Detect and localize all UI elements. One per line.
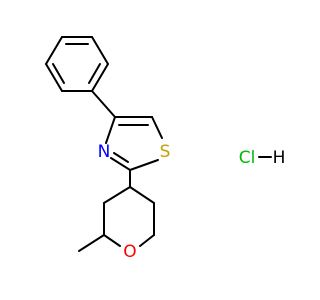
- bond: [105, 116, 116, 144]
- hydrogen-atom-label: H: [273, 148, 286, 168]
- bond: [129, 186, 155, 204]
- structure-diagram: N S O Cl H: [0, 0, 300, 300]
- bond-methyl: [78, 234, 105, 252]
- bond: [151, 116, 163, 139]
- background: [0, 0, 300, 300]
- double-bond-inner: [88, 63, 101, 84]
- bond: [91, 63, 109, 92]
- oxygen-atom-label: O: [123, 242, 136, 262]
- oxane-ring: [103, 186, 155, 247]
- bond: [103, 234, 121, 247]
- bond: [91, 36, 109, 65]
- bond: [103, 186, 131, 204]
- bond: [45, 36, 63, 65]
- double-bond-inner: [52, 63, 65, 84]
- thiazole-ring: [105, 116, 163, 171]
- bond: [129, 159, 159, 171]
- bond: [45, 63, 63, 92]
- bond-phenyl-thiazole: [91, 90, 116, 118]
- bond: [110, 157, 131, 171]
- chlorine-atom-label: Cl: [239, 148, 256, 168]
- nitrogen-atom-label: N: [98, 142, 111, 162]
- sulfur-atom-label: S: [160, 142, 171, 162]
- bond: [139, 234, 155, 247]
- double-bond-inner: [113, 152, 129, 163]
- phenyl-ring: [45, 36, 109, 92]
